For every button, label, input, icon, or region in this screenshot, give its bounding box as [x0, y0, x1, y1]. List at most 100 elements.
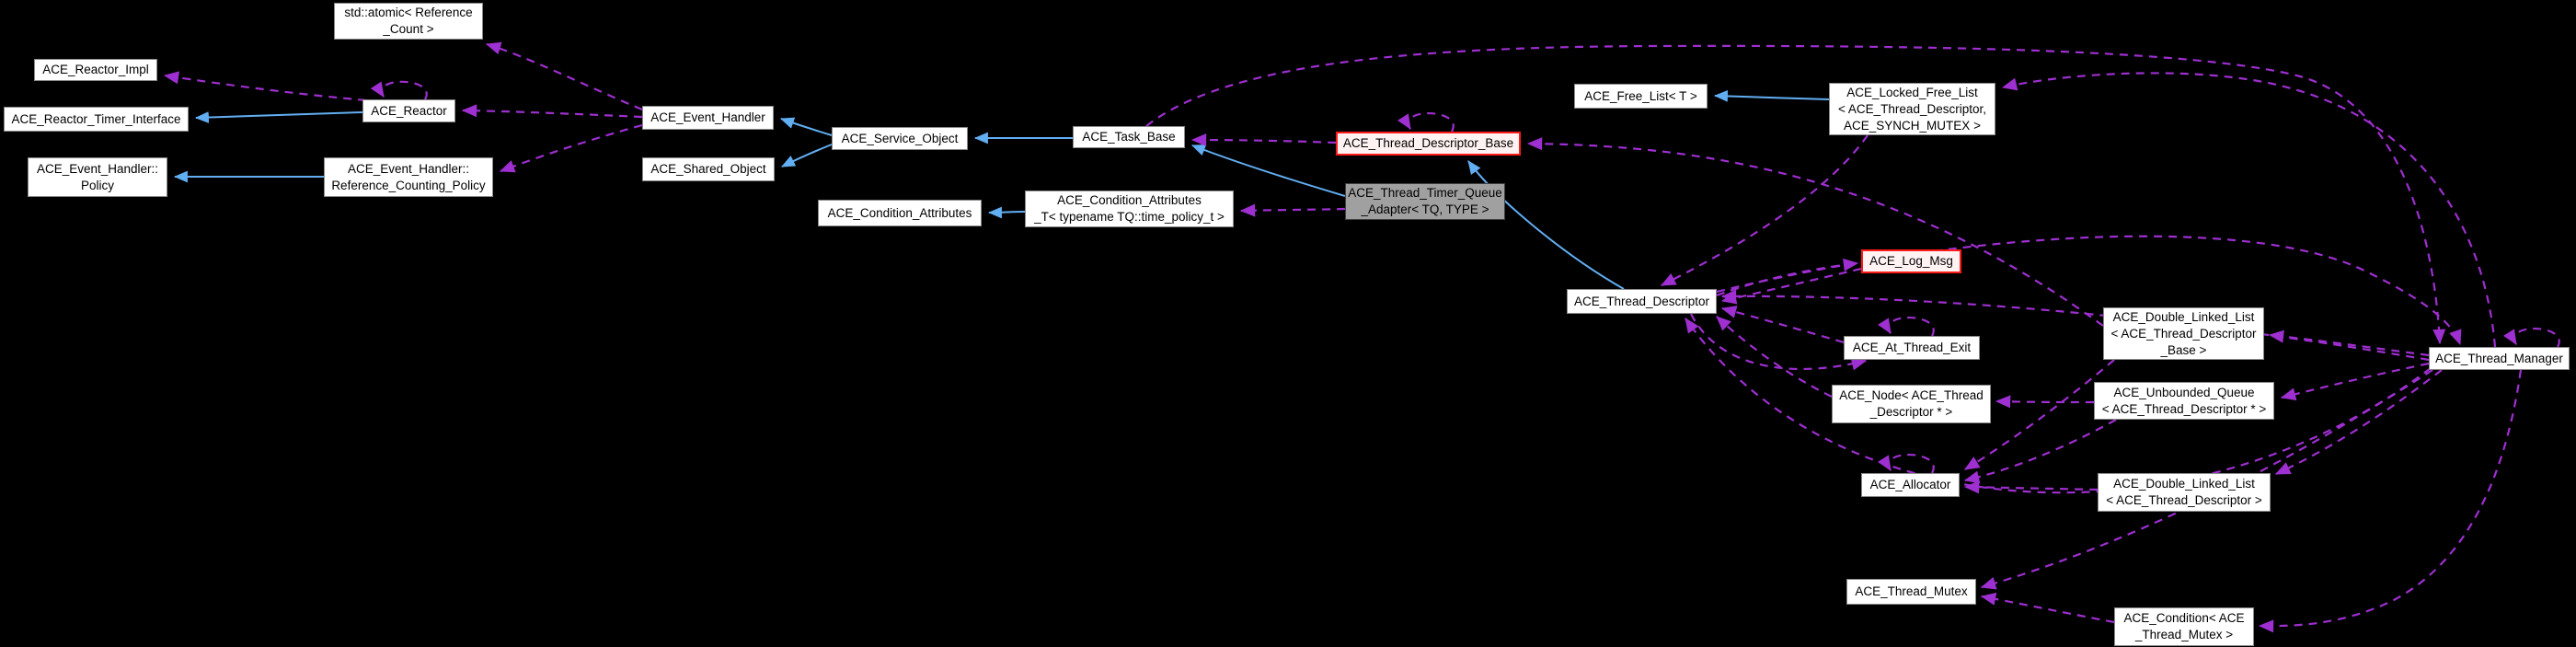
node-at_thread_exit[interactable]: ACE_At_Thread_Exit	[1844, 336, 1980, 360]
node-thread_manager[interactable]: ACE_Thread_Manager	[2429, 347, 2570, 370]
node-label-line: Policy	[80, 178, 114, 192]
node-eh_policy[interactable]: ACE_Event_Handler::Policy	[28, 157, 167, 197]
edge-thread_timer_queue_adapter-to-cond_attributes_t	[1239, 203, 1346, 217]
node-label-line: _Count >	[383, 22, 434, 36]
node-dll_thread_descriptor[interactable]: ACE_Double_Linked_List < ACE_Thread_Descr…	[2098, 473, 2271, 512]
edge-thread_descriptor_base-to-thread_descriptor_base	[1397, 112, 1455, 133]
edge-thread_manager-to-dll_thread_descriptor_base	[2268, 329, 2430, 357]
edge-thread_descriptor-to-at_thread_exit	[1690, 313, 1868, 371]
node-allocator[interactable]: ACE_Allocator	[1861, 473, 1960, 497]
node-reactor_timer_iface[interactable]: ACE_Reactor_Timer_Interface	[4, 107, 189, 132]
node-label-line: ACE_Double_Linked_List	[2113, 477, 2255, 491]
node-label-line: ACE_Thread_Timer_Queue	[1348, 186, 1502, 200]
node-label-line: ACE_Reactor_Impl	[42, 63, 149, 76]
node-label-line: Reference_Counting_Policy	[331, 178, 486, 192]
node-label-line: < ACE_Thread_Descriptor >	[2106, 493, 2262, 507]
node-event_handler[interactable]: ACE_Event_Handler	[642, 106, 774, 130]
edge-thread_manager-to-dll_thread_descriptor	[2274, 369, 2443, 475]
edge-at_thread_exit-to-thread_descriptor	[1720, 306, 1845, 344]
edge-thread_manager-to-thread_manager	[2503, 328, 2560, 348]
node-label-line: ACE_Locked_Free_List	[1846, 85, 1978, 99]
edge-dll_thread_descriptor_base-to-thread_descriptor_base	[1526, 137, 2104, 327]
node-label-line: ACE_SYNCH_MUTEX >	[1844, 118, 1981, 133]
node-label-line: ACE_Thread_Descriptor_Base	[1342, 136, 1514, 150]
edge-node_thread_descriptor-to-thread_descriptor	[1716, 316, 1833, 398]
edge-thread_timer_queue_adapter-to-task_base	[1191, 144, 1346, 197]
node-label-line: ACE_Condition_Attributes	[827, 205, 972, 220]
node-label-line: < ACE_Thread_Descriptor,	[1838, 101, 1986, 116]
node-label-line: ACE_Task_Base	[1082, 130, 1176, 144]
node-thread_mutex[interactable]: ACE_Thread_Mutex	[1846, 579, 1976, 605]
edge-task_base-to-thread_manager	[1145, 44, 2446, 345]
node-node_thread_descriptor[interactable]: ACE_Node< ACE_Thread _Descriptor * >	[1832, 385, 1991, 423]
node-label-line: std::atomic< Reference	[344, 6, 473, 19]
edge-condition_thread_mutex-to-thread_mutex	[1980, 592, 2115, 624]
node-locked_free_list[interactable]: ACE_Locked_Free_List < ACE_Thread_Descrip…	[1829, 83, 1995, 135]
node-thread_descriptor[interactable]: ACE_Thread_Descriptor	[1567, 289, 1717, 314]
node-unbounded_queue[interactable]: ACE_Unbounded_Queue < ACE_Thread_Descript…	[2094, 382, 2274, 420]
node-cond_attributes_t[interactable]: ACE_Condition_Attributes_T< typename TQ:…	[1025, 191, 1234, 227]
edge-service_object-to-shared_object	[781, 144, 833, 168]
node-label-line: < ACE_Thread_Descriptor * >	[2101, 401, 2267, 416]
edge-allocator-to-allocator	[1878, 454, 1935, 474]
node-label-line: ACE_Condition< ACE	[2123, 611, 2245, 625]
node-thread_timer_queue_adapter[interactable]: ACE_Thread_Timer_Queue _Adapter< TQ, TYPE…	[1345, 183, 1505, 220]
edge-event_handler-to-atomic_ref_count	[485, 41, 643, 111]
node-label-line: ACE_Unbounded_Queue	[2113, 385, 2255, 399]
edge-locked_free_list-to-thread_descriptor	[1660, 134, 1869, 286]
node-label-line: ACE_Free_List< T >	[1584, 88, 1697, 103]
edge-thread_manager-to-thread_descriptor	[1720, 289, 2430, 362]
node-reactor[interactable]: ACE_Reactor	[362, 99, 455, 122]
node-label-line: < ACE_Thread_Descriptor	[2110, 326, 2257, 341]
edge-reactor-to-reactor	[370, 80, 428, 100]
node-thread_descriptor_base[interactable]: ACE_Thread_Descriptor_Base	[1336, 132, 1521, 156]
edge-thread_descriptor-to-log_msg	[1716, 258, 1859, 297]
node-label-line: ACE_Double_Linked_List	[2112, 309, 2255, 324]
node-dll_thread_descriptor_base[interactable]: ACE_Double_Linked_List < ACE_Thread_Descr…	[2103, 307, 2264, 360]
node-label-line: ACE_Node< ACE_Thread	[1839, 388, 1984, 402]
edge-unbounded_queue-to-node_thread_descriptor	[1995, 395, 2095, 409]
node-label-line: ACE_Reactor	[371, 103, 447, 118]
node-task_base[interactable]: ACE_Task_Base	[1073, 126, 1185, 148]
node-shared_object[interactable]: ACE_Shared_Object	[642, 157, 775, 181]
edge-event_handler-to-eh_ref_count_policy	[499, 123, 643, 173]
node-reactor_impl[interactable]: ACE_Reactor_Impl	[34, 59, 157, 81]
node-cond_attributes[interactable]: ACE_Condition_Attributes	[818, 200, 982, 226]
node-label-line: ACE_Service_Object	[841, 131, 959, 145]
node-label-line: ACE_Log_Msg	[1869, 254, 1953, 268]
node-service_object[interactable]: ACE_Service_Object	[832, 127, 968, 150]
edge-reactor-to-reactor_impl	[163, 71, 367, 102]
node-label-line: ACE_Event_Handler	[650, 110, 765, 124]
edge-thread_manager-to-locked_free_list	[2001, 72, 2497, 348]
node-eh_ref_count_policy[interactable]: ACE_Event_Handler::Reference_Counting_Po…	[324, 157, 493, 197]
edge-thread_manager-to-unbounded_queue	[2280, 362, 2430, 401]
node-label-line: ACE_At_Thread_Exit	[1852, 341, 1972, 354]
node-label-line: ACE_Reactor_Timer_Interface	[11, 111, 181, 126]
node-label-line: _Thread_Mutex >	[2134, 628, 2234, 641]
edge-thread_descriptor_base-to-task_base	[1190, 133, 1337, 147]
edge-locked_free_list-to-free_list	[1713, 89, 1830, 102]
node-label-line: ACE_Allocator	[1869, 478, 1951, 491]
node-label-line: _Descriptor * >	[1869, 405, 1953, 419]
node-label-line: ACE_Thread_Descriptor	[1573, 294, 1710, 308]
edge-log_msg-to-thread_descriptor	[1720, 267, 1862, 305]
edge-cond_attributes_t-to-cond_attributes	[987, 206, 1026, 219]
edge-unbounded_queue-to-allocator	[1963, 419, 2117, 484]
node-label-line: ACE_Thread_Manager	[2435, 351, 2563, 365]
node-free_list[interactable]: ACE_Free_List< T >	[1574, 84, 1708, 109]
edge-thread_descriptor-to-thread_descriptor_base	[1467, 160, 1625, 290]
node-atomic_ref_count[interactable]: std::atomic< Reference_Count >	[334, 3, 483, 40]
node-label-line: ACE_Thread_Mutex	[1855, 584, 1968, 598]
node-condition_thread_mutex[interactable]: ACE_Condition< ACE _Thread_Mutex >	[2114, 607, 2254, 646]
node-label-line: ACE_Shared_Object	[650, 162, 766, 176]
edge-reactor-to-reactor_timer_iface	[194, 111, 363, 123]
edge-thread_manager-to-thread_descriptor	[1685, 318, 2432, 494]
node-label-line: ACE_Condition_Attributes	[1057, 193, 1202, 207]
edge-thread_manager-to-condition_thread_mutex	[2258, 369, 2523, 633]
edge-dll_thread_descriptor_base-to-allocator	[1964, 359, 2115, 470]
node-log_msg[interactable]: ACE_Log_Msg	[1861, 249, 1961, 273]
edge-thread_descriptor-to-thread_manager	[1716, 235, 2462, 346]
edge-service_object-to-event_handler	[779, 117, 833, 136]
node-label-line: _Adapter< TQ, TYPE >	[1361, 202, 1489, 216]
